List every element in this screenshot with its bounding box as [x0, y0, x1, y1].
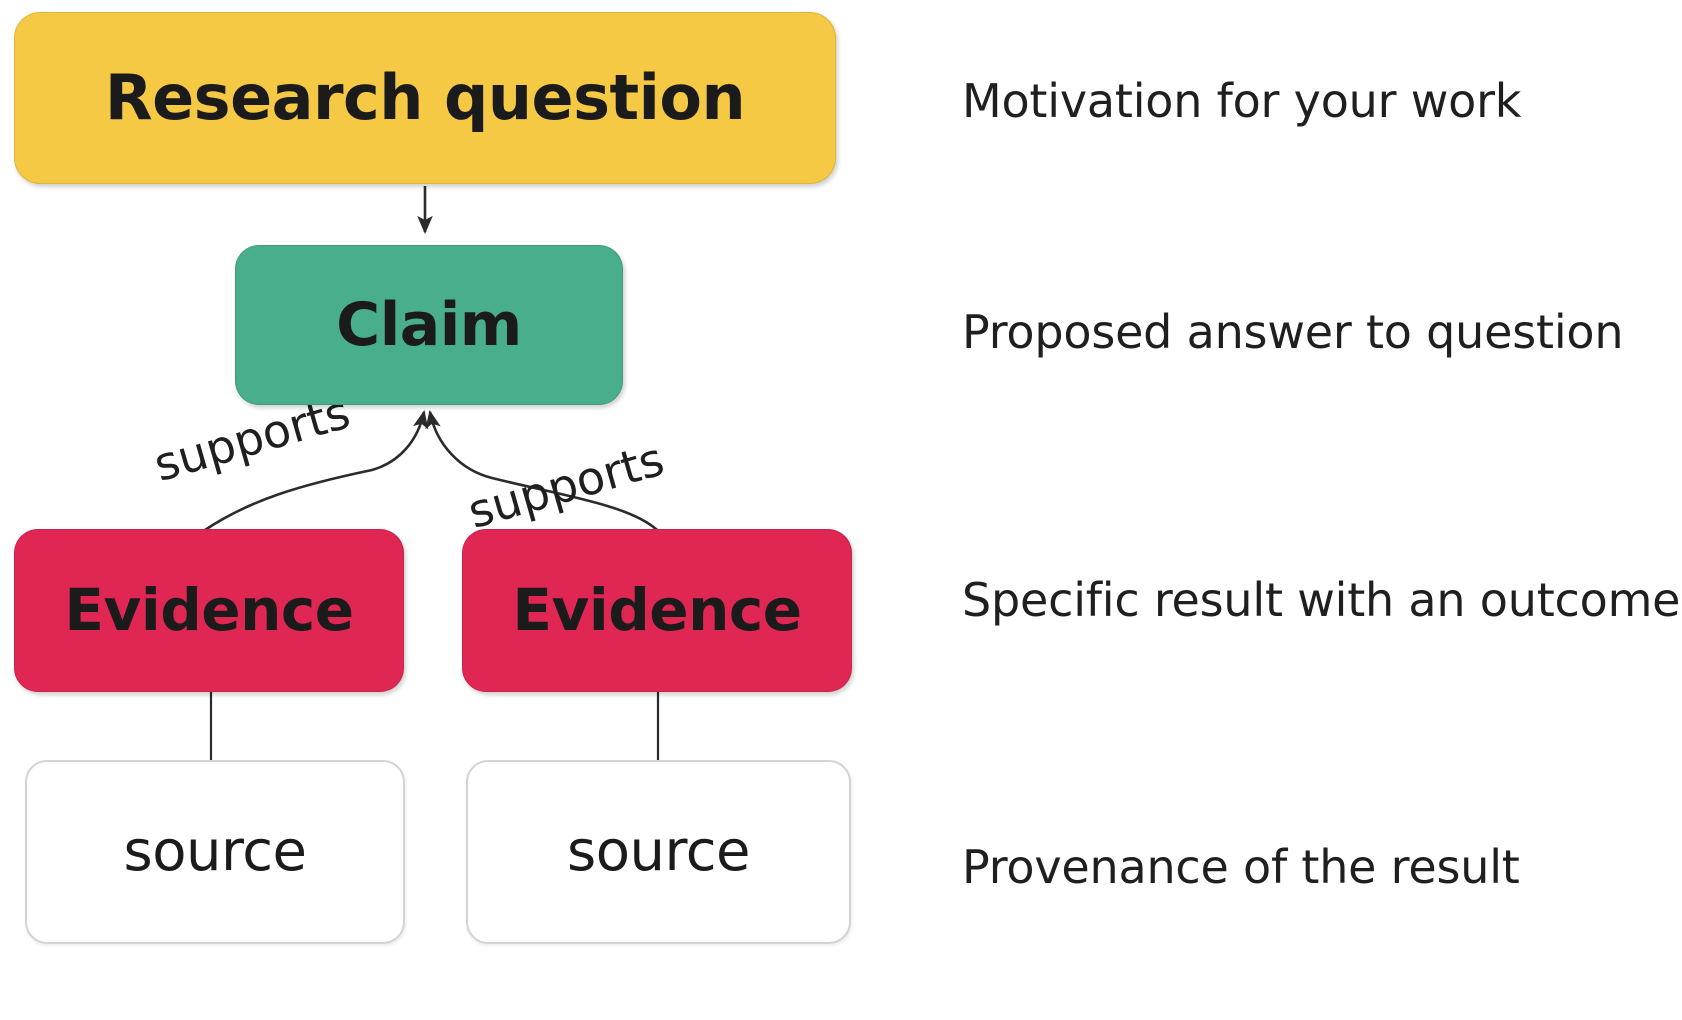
- annotation-motivation: Motivation for your work: [962, 74, 1522, 128]
- node-source-left-label: source: [123, 818, 307, 884]
- node-source-right-label: source: [567, 818, 750, 884]
- node-evidence-left-label: Evidence: [64, 576, 354, 645]
- annotation-specific-result: Specific result with an outcome: [962, 573, 1681, 627]
- node-claim-label: Claim: [336, 289, 522, 360]
- node-research-question-label: Research question: [104, 61, 746, 135]
- node-claim[interactable]: Claim: [235, 245, 623, 405]
- node-source-left[interactable]: source: [25, 760, 405, 944]
- node-source-right[interactable]: source: [466, 760, 851, 944]
- node-evidence-left[interactable]: Evidence: [14, 529, 404, 692]
- node-evidence-right-label: Evidence: [512, 576, 802, 645]
- edge-label-supports-right: supports: [462, 431, 670, 539]
- node-research-question[interactable]: Research question: [14, 12, 836, 184]
- annotation-provenance: Provenance of the result: [962, 840, 1520, 894]
- annotation-proposed-answer: Proposed answer to question: [962, 305, 1624, 359]
- node-evidence-right[interactable]: Evidence: [462, 529, 852, 692]
